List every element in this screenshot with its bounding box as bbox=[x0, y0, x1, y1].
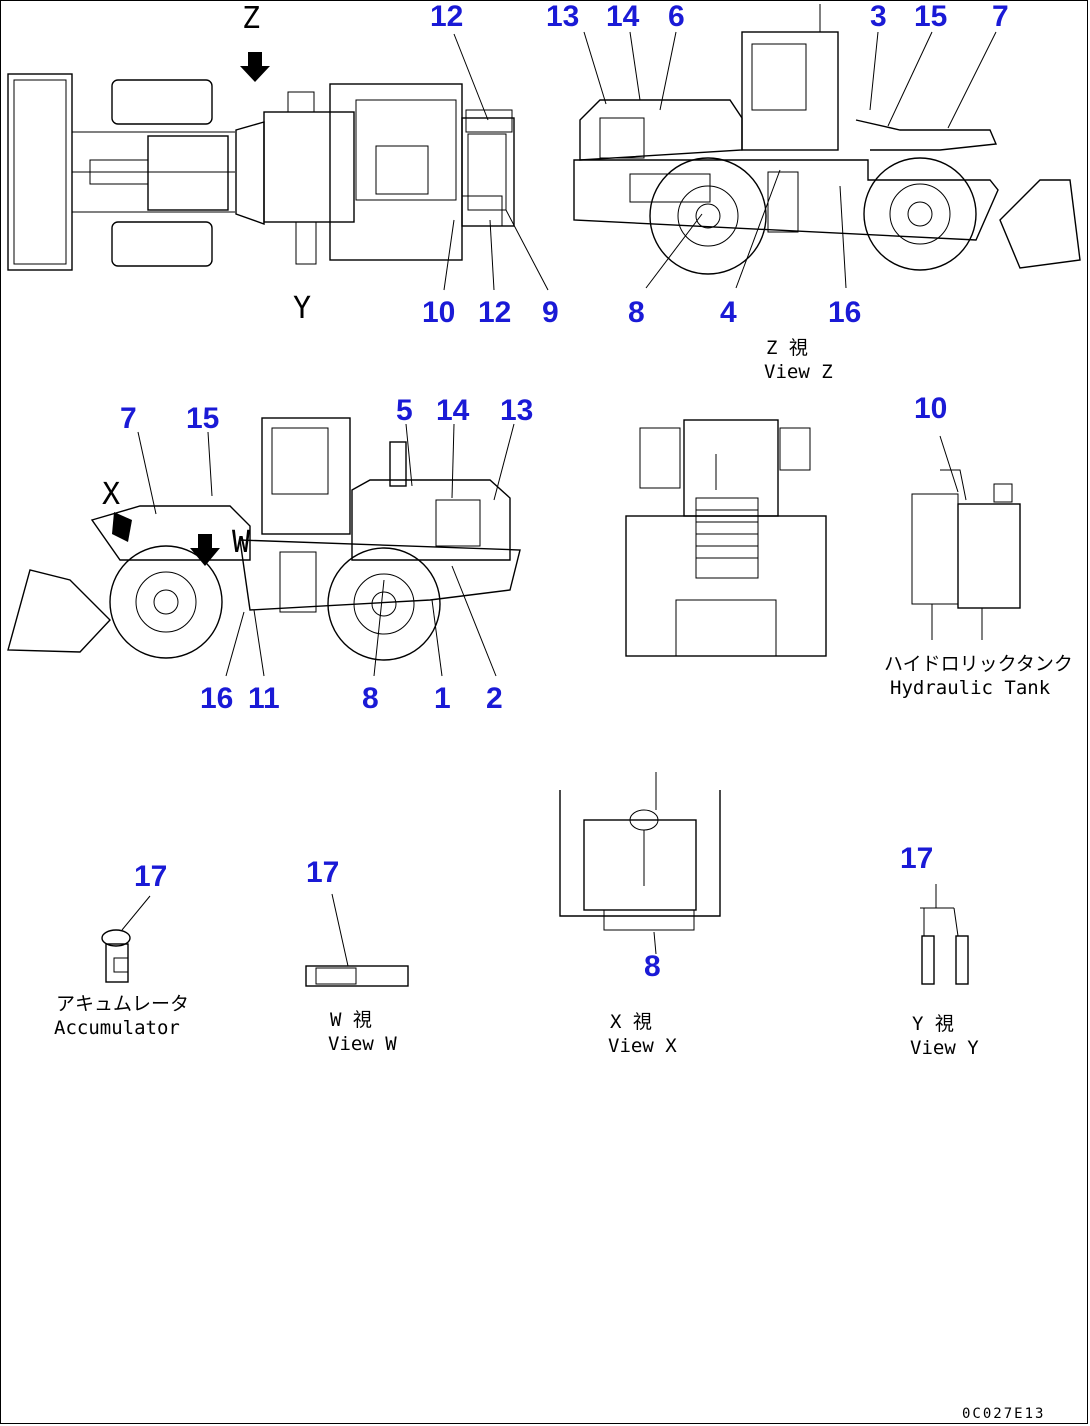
view-x-part bbox=[559, 772, 721, 955]
callout-16-z: 16 bbox=[828, 296, 861, 329]
callout-8-view-x: 8 bbox=[644, 950, 661, 983]
callout-10-tank: 10 bbox=[914, 392, 947, 425]
view-z-leader-lines bbox=[583, 31, 997, 289]
hydraulic-tank bbox=[911, 435, 1021, 640]
reference-code: 0C027E13 bbox=[962, 1406, 1045, 1422]
view-letter-x: X bbox=[102, 477, 120, 512]
rear-view-machine bbox=[625, 419, 827, 657]
callouts-side-bottom: 16 11 8 1 2 bbox=[200, 682, 503, 715]
arrow-x: X W bbox=[102, 477, 251, 566]
callouts-side: 7 15 5 14 13 bbox=[120, 394, 533, 435]
callouts-top-bottom: 10 12 9 8 4 16 bbox=[422, 296, 861, 329]
view-y-part bbox=[920, 884, 969, 985]
callout-1: 1 bbox=[434, 682, 451, 715]
caption-accum: Accumulator bbox=[54, 1017, 180, 1039]
callouts-top: 12 13 14 6 3 15 7 bbox=[430, 0, 1009, 33]
callout-10-top: 10 bbox=[422, 296, 455, 329]
caption-tank-jp: ハイドロリックタンク bbox=[884, 653, 1073, 675]
caption-view-w: View W bbox=[328, 1033, 397, 1055]
arrow-z: Z bbox=[240, 1, 270, 82]
callout-13-top: 13 bbox=[546, 0, 579, 33]
caption-view-w-jp: W 視 bbox=[330, 1009, 372, 1031]
top-leader-lines bbox=[443, 33, 549, 291]
caption-view-y: View Y bbox=[910, 1037, 979, 1059]
side-view-machine bbox=[7, 417, 521, 661]
caption-accum-jp: アキュムレータ bbox=[56, 993, 189, 1015]
callout-14-side: 14 bbox=[436, 394, 470, 427]
callout-8-z: 8 bbox=[628, 296, 645, 329]
view-letter-y: Y bbox=[293, 291, 311, 326]
arrow-y: Y bbox=[293, 291, 311, 326]
callout-7-top: 7 bbox=[992, 0, 1009, 33]
callout-16-side: 16 bbox=[200, 682, 233, 715]
callout-12-top: 12 bbox=[430, 0, 463, 33]
view-letter-w: W bbox=[232, 525, 251, 560]
callout-12-bottom: 12 bbox=[478, 296, 511, 329]
callout-15-top: 15 bbox=[914, 0, 947, 33]
callout-17-view-w: 17 bbox=[306, 856, 339, 889]
caption-tank: Hydraulic Tank bbox=[890, 677, 1051, 699]
callout-8-side: 8 bbox=[362, 682, 379, 715]
callout-14-top: 14 bbox=[606, 0, 640, 33]
caption-view-x-jp: X 視 bbox=[610, 1011, 652, 1033]
caption-view-x: View X bbox=[608, 1035, 677, 1057]
top-view-machine bbox=[7, 73, 515, 271]
accumulator bbox=[101, 895, 151, 983]
callout-11: 11 bbox=[248, 682, 280, 715]
callout-17-view-y: 17 bbox=[900, 842, 933, 875]
caption-view-y-jp: Y 視 bbox=[912, 1013, 954, 1035]
callout-6: 6 bbox=[668, 0, 685, 33]
callout-9: 9 bbox=[542, 296, 559, 329]
view-w-part bbox=[305, 893, 409, 987]
callout-3: 3 bbox=[870, 0, 887, 33]
caption-view-z: View Z bbox=[764, 361, 833, 383]
view-z-machine bbox=[573, 4, 1081, 275]
view-letter-z: Z bbox=[242, 1, 260, 36]
callout-5: 5 bbox=[396, 394, 413, 427]
callout-13-side: 13 bbox=[500, 394, 533, 427]
callout-2: 2 bbox=[486, 682, 503, 715]
callout-7-side: 7 bbox=[120, 402, 137, 435]
callout-4: 4 bbox=[720, 296, 737, 329]
callout-17-accumulator: 17 bbox=[134, 860, 167, 893]
captions: Z 視 View Z ハイドロリックタンク Hydraulic Tank アキュ… bbox=[54, 337, 1073, 1059]
callout-15-side: 15 bbox=[186, 402, 219, 435]
caption-view-z-jp: Z 視 bbox=[766, 337, 808, 359]
side-leader-lines bbox=[137, 423, 515, 677]
